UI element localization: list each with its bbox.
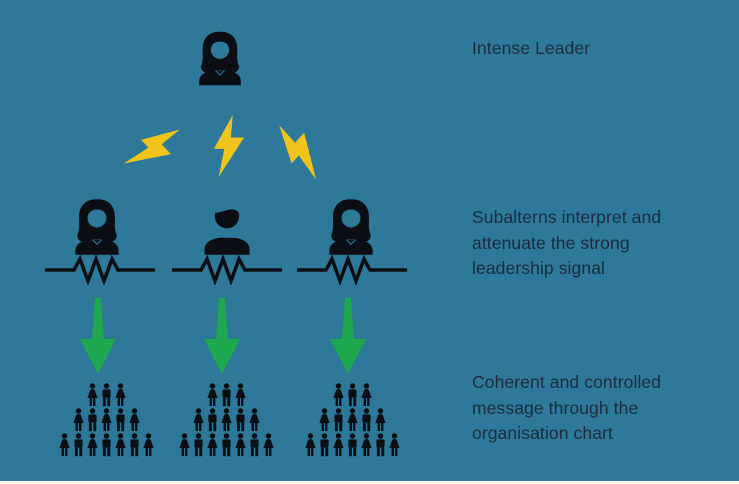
crowd-pyramid-icon (56, 379, 156, 457)
caption-line: organisation chart (472, 423, 613, 443)
person-woman-icon (178, 433, 191, 457)
slide-bottom-edge (0, 481, 739, 484)
person-woman-icon (58, 433, 71, 457)
leader-woman-bust-icon (194, 28, 246, 89)
person-man-icon (220, 383, 233, 407)
person-woman-icon (86, 383, 99, 407)
person-woman-icon (234, 433, 247, 457)
crowd-row (317, 408, 387, 432)
person-woman-icon (262, 433, 275, 457)
crowd-row (57, 433, 155, 457)
person-woman-icon (388, 433, 401, 457)
person-man-icon (220, 433, 233, 457)
down-arrow-icon (202, 297, 242, 375)
person-woman-icon (304, 433, 317, 457)
caption-line: Subalterns interpret and (472, 207, 662, 227)
person-woman-icon (374, 408, 387, 432)
person-woman-icon (332, 433, 345, 457)
down-arrow-icon (328, 297, 368, 375)
person-woman-icon (128, 408, 141, 432)
coherent-caption: Coherent and controlled message through … (472, 370, 702, 447)
person-woman-icon (114, 383, 127, 407)
zigzag-signal-icon (296, 255, 408, 285)
crowd-row (331, 383, 373, 407)
crowd-row (205, 383, 247, 407)
subaltern-woman-bust-icon (324, 199, 378, 255)
crowd-pyramid-icon (302, 379, 402, 457)
subalterns-caption: Subalterns interpret and attenuate the s… (472, 205, 702, 282)
person-woman-icon (360, 433, 373, 457)
subaltern-man-bust-icon (200, 199, 254, 255)
person-man-icon (100, 383, 113, 407)
person-woman-icon (206, 383, 219, 407)
person-woman-icon (142, 433, 155, 457)
person-man-icon (234, 408, 247, 432)
leader-caption: Intense Leader (472, 36, 702, 62)
person-man-icon (86, 408, 99, 432)
zigzag-signal-icon (44, 255, 156, 285)
person-man-icon (114, 408, 127, 432)
caption-line: Intense Leader (472, 38, 591, 58)
person-man-icon (128, 433, 141, 457)
person-woman-icon (114, 433, 127, 457)
person-man-icon (346, 433, 359, 457)
person-man-icon (374, 433, 387, 457)
person-man-icon (360, 408, 373, 432)
crowd-row (85, 383, 127, 407)
person-woman-icon (234, 383, 247, 407)
person-man-icon (332, 408, 345, 432)
lightning-bolt-icon (213, 112, 245, 180)
crowd-pyramid-icon (176, 379, 276, 457)
person-woman-icon (72, 408, 85, 432)
crowd-row (177, 433, 275, 457)
caption-line: attenuate the strong (472, 232, 630, 253)
crowd-row (303, 433, 401, 457)
zigzag-signal-icon (171, 255, 283, 285)
down-arrow-icon (78, 297, 118, 375)
person-woman-icon (332, 383, 345, 407)
person-woman-icon (220, 408, 233, 432)
person-woman-icon (100, 408, 113, 432)
person-man-icon (318, 433, 331, 457)
crowd-row (191, 408, 261, 432)
person-woman-icon (192, 408, 205, 432)
person-man-icon (72, 433, 85, 457)
person-woman-icon (346, 408, 359, 432)
person-woman-icon (318, 408, 331, 432)
caption-line: leadership signal (472, 258, 606, 278)
person-man-icon (206, 408, 219, 432)
caption-line: Coherent and controlled (472, 372, 662, 392)
person-man-icon (248, 433, 261, 457)
caption-line: message through the (472, 397, 639, 418)
person-man-icon (346, 383, 359, 407)
person-woman-icon (360, 383, 373, 407)
person-man-icon (192, 433, 205, 457)
crowd-row (71, 408, 141, 432)
subaltern-woman-bust-icon (70, 199, 124, 255)
person-woman-icon (248, 408, 261, 432)
person-man-icon (100, 433, 113, 457)
person-woman-icon (86, 433, 99, 457)
person-woman-icon (206, 433, 219, 457)
